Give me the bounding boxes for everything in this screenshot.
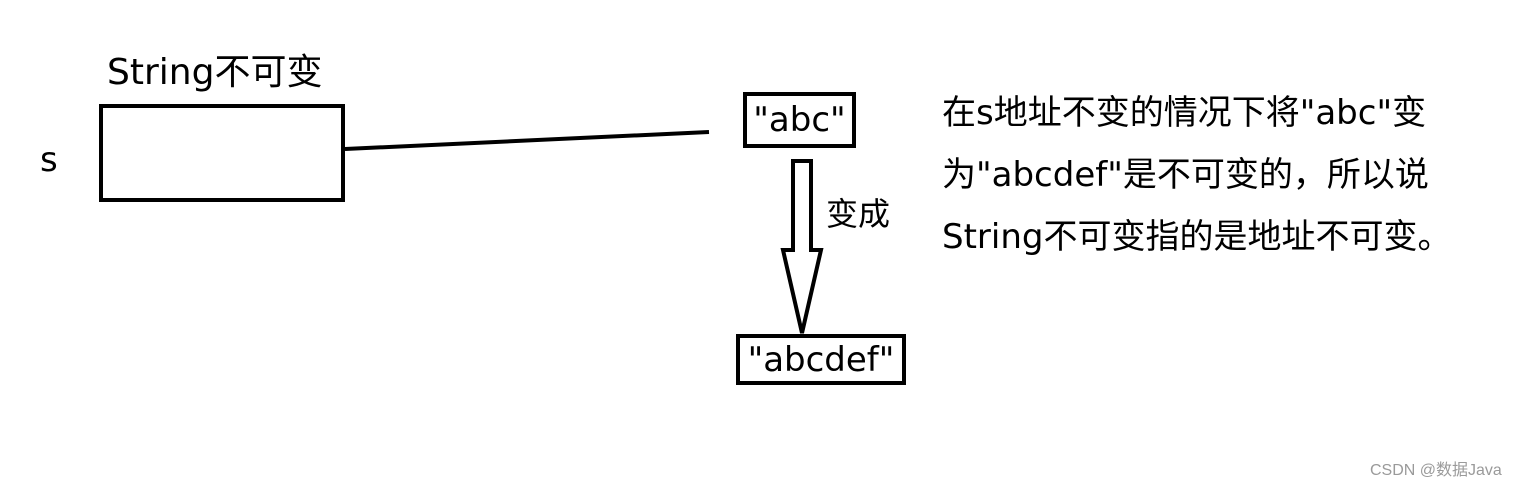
old-value-box: "abc" <box>743 92 856 148</box>
arrow-label: 变成 <box>826 195 891 233</box>
down-arrow <box>780 159 824 334</box>
note-line: String不可变指的是地址不可变。 <box>942 217 1452 257</box>
new-value-box: "abcdef" <box>736 334 906 385</box>
diagram-title: String不可变 <box>107 52 323 93</box>
note-line: 在s地址不变的情况下将"abc"变 <box>942 93 1427 133</box>
explanation-note: 在s地址不变的情况下将"abc"变 为"abcdef"是不可变的，所以说 Str… <box>942 82 1502 268</box>
variable-box <box>99 104 345 202</box>
note-line: 为"abcdef"是不可变的，所以说 <box>942 155 1429 195</box>
reference-line <box>344 130 710 151</box>
variable-label: s <box>40 140 58 180</box>
watermark: CSDN @数据Java <box>1370 462 1502 479</box>
